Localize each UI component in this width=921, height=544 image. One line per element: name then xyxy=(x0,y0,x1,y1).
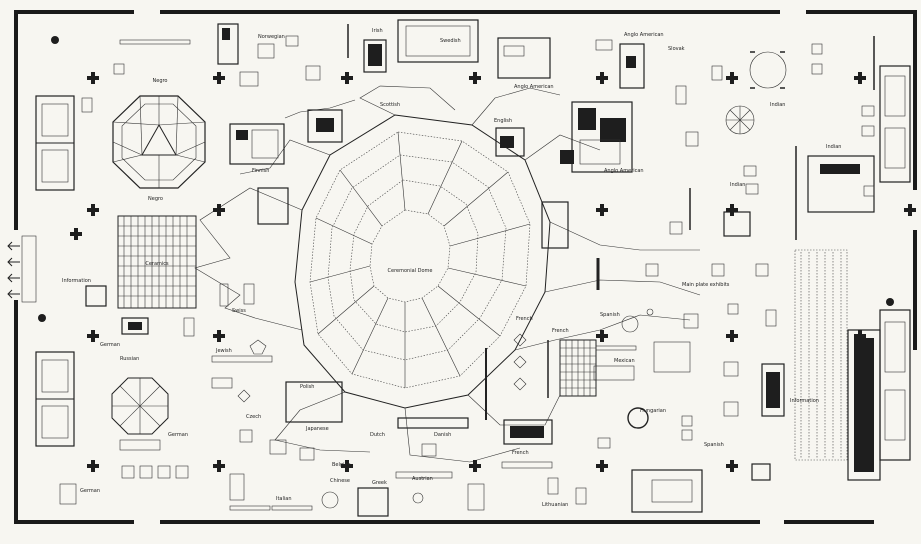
dotted-plaza xyxy=(794,249,848,461)
label-jewish: Jewish xyxy=(215,348,232,354)
label-swedish: Swedish xyxy=(440,38,461,44)
grid-exhibit-left: Ceramics xyxy=(117,215,197,309)
label-finnish: Finnish xyxy=(252,168,269,174)
octagon-pavilion-bottom xyxy=(111,377,169,451)
plus-marker-icon xyxy=(87,204,99,216)
label-information-left: Information xyxy=(62,278,91,284)
label-anglo-american-low: Anglo American xyxy=(604,168,644,174)
stair-right-bottom xyxy=(847,309,911,481)
rosettes xyxy=(38,36,894,509)
label-lithuanian: Lithuanian xyxy=(542,502,568,508)
plus-marker-icon xyxy=(596,330,608,342)
label-spanish-top: Spanish xyxy=(600,312,620,318)
plus-marker-icon xyxy=(596,72,608,84)
plus-marker-icon xyxy=(469,460,481,472)
label-polish: Polish xyxy=(300,384,314,390)
label-french-low: French xyxy=(512,450,529,456)
label-hungarian: Hungarian xyxy=(640,408,666,414)
label-anglo-american-top: Anglo American xyxy=(624,32,664,38)
plus-marker-icon xyxy=(726,330,738,342)
label-irish: Irish xyxy=(372,28,383,34)
label-mexican: Mexican xyxy=(614,358,635,364)
plus-marker-icon xyxy=(854,72,866,84)
label-information-right: Information xyxy=(790,398,819,404)
label-negro-mid: Negro xyxy=(148,196,163,202)
booths xyxy=(85,19,875,517)
label-main-grid: Ceramics xyxy=(145,261,169,267)
plus-marker-icon xyxy=(904,204,916,216)
central-dome: Ceremonial Dome xyxy=(294,114,551,409)
plus-marker-icon xyxy=(341,460,353,472)
plus-marker-icon xyxy=(213,72,225,84)
label-czech: Czech xyxy=(246,414,261,420)
label-spanish-low: Spanish xyxy=(704,442,724,448)
shelves xyxy=(119,24,875,511)
label-greek: Greek xyxy=(372,480,387,486)
label-slovak: Slovak xyxy=(668,46,685,52)
exhibit-labels: Information Information Main plate exhib… xyxy=(62,28,841,508)
label-negro-top: Negro xyxy=(153,78,168,84)
plus-marker-icon xyxy=(469,72,481,84)
plus-marker-icon xyxy=(341,72,353,84)
label-dutch: Dutch xyxy=(370,432,385,438)
label-norwegian: Norwegian xyxy=(258,34,285,40)
grid-exhibit-center xyxy=(559,339,597,397)
label-chinese: Chinese xyxy=(330,478,350,484)
stair-left-bottom xyxy=(35,351,75,447)
label-german-low: German xyxy=(168,432,188,438)
model-building xyxy=(560,101,633,173)
label-danish: Danish xyxy=(434,432,451,438)
label-japanese: Japanese xyxy=(305,426,329,432)
octagon-pavilion-top: Negro xyxy=(112,78,206,189)
plus-marker-icon xyxy=(213,460,225,472)
plus-marker-icon xyxy=(726,460,738,472)
label-italian: Italian xyxy=(276,496,292,502)
plus-marker-icon xyxy=(87,460,99,472)
stair-left-top xyxy=(35,95,75,191)
label-swiss: Swiss xyxy=(232,308,246,314)
plus-marker-icon xyxy=(726,72,738,84)
label-austrian: Austrian xyxy=(412,476,433,482)
plus-markers xyxy=(70,72,916,472)
partition-lines xyxy=(194,85,701,463)
label-belgian: Belgian xyxy=(332,462,351,468)
label-anglo-american-mid: Anglo American xyxy=(514,84,554,90)
round-table xyxy=(749,43,823,89)
plus-marker-icon xyxy=(854,330,866,342)
plus-marker-icon xyxy=(213,204,225,216)
label-scottish: Scottish xyxy=(380,102,400,108)
plus-marker-icon xyxy=(726,204,738,216)
diamonds xyxy=(237,333,527,403)
plus-marker-icon xyxy=(596,460,608,472)
label-german-bottom: German xyxy=(80,488,100,494)
label-indian-right: Indian xyxy=(826,144,841,150)
label-main-plate: Main plate exhibits xyxy=(682,282,730,288)
plus-marker-icon xyxy=(213,330,225,342)
label-indian-mid: Indian xyxy=(730,182,745,188)
entrance-arrows xyxy=(7,235,37,303)
outer-walls xyxy=(14,10,917,524)
label-french-center: French xyxy=(516,316,533,322)
label-russian: Russian xyxy=(120,356,139,362)
plus-marker-icon xyxy=(87,330,99,342)
label-indian-top: Indian xyxy=(770,102,785,108)
plus-marker-icon xyxy=(596,204,608,216)
label-english: English xyxy=(494,118,512,124)
small-fixtures xyxy=(59,35,875,511)
stair-right-top xyxy=(879,65,911,183)
plus-marker-icon xyxy=(87,72,99,84)
plus-marker-icon xyxy=(70,228,82,240)
label-german-mid: German xyxy=(100,342,120,348)
radial-fan xyxy=(725,105,755,135)
label-central-dome: Ceremonial Dome xyxy=(388,268,433,274)
label-french-small: French xyxy=(552,328,569,334)
